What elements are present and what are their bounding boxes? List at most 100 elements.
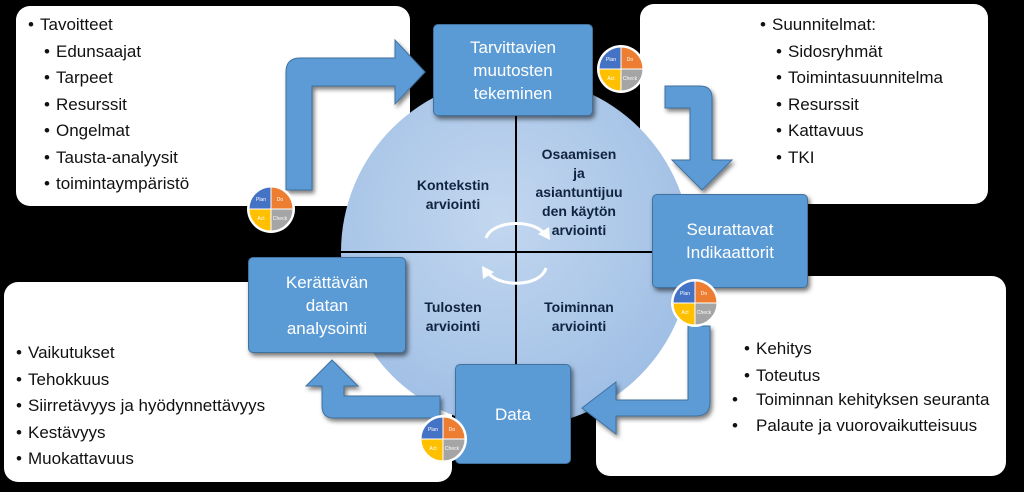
list-top-left: TavoitteetEdunsaajatTarpeetResurssitOnge… (28, 12, 400, 198)
pdca-segment-check (694, 302, 718, 326)
pdca-label: Do (277, 197, 284, 203)
list-item: TKI (760, 145, 978, 172)
text-line: den käytön (542, 203, 616, 219)
list-bottom-right: KehitysToteutusToiminnan kehityksen seur… (744, 336, 996, 437)
list-item: Sidosryhmät (760, 39, 978, 66)
text-line: Kerättävän (285, 272, 369, 292)
text-lines: Osaamisen ja asiantuntijuu den käytön arvioi… (520, 145, 638, 240)
list-item: Suunnitelmat: (760, 12, 978, 39)
pdca-label: Plan (606, 57, 616, 63)
list-item: Tausta-analyysit (28, 145, 400, 172)
text-line: Seurattavat (686, 220, 774, 239)
list-item: Muokattavuus (16, 446, 442, 473)
pdca-label: Do (701, 291, 708, 297)
text-line: muutosten (473, 60, 553, 80)
pdca-label: Plan (428, 427, 438, 433)
pdca-segment-act (598, 68, 622, 92)
pdca-segment-plan (248, 186, 272, 210)
text-line: Osaamisen (541, 146, 617, 162)
pdca-segment-check (442, 438, 466, 462)
text-lines: Data (495, 403, 531, 426)
list-item: Tehokkuus (16, 367, 442, 394)
text-line: arviointi (425, 196, 481, 212)
pdca-label: Act (429, 446, 437, 452)
pdca-segment-check (620, 68, 644, 92)
cycle-arrowhead-lower (482, 266, 494, 279)
text-line: arviointi (551, 222, 607, 238)
text-line: Tulosten (424, 299, 482, 315)
cycle-arrow-upper (484, 222, 548, 239)
quadrant-label-top-right: Osaamisen ja asiantuntijuu den käytön arvioi… (520, 145, 638, 240)
list-item: Kehitys (744, 336, 996, 363)
list-item: Resurssit (760, 92, 978, 119)
pdca-segment-act (420, 438, 444, 462)
pdca-label: Check (445, 446, 460, 452)
text-lines: Toiminnan arviointi (520, 298, 638, 336)
text-line: asiantuntijuu (535, 184, 623, 200)
text-lines: Kontekstin arviointi (398, 176, 508, 214)
pdca-label: Do (449, 427, 456, 433)
text-line: Data (495, 404, 531, 424)
quadrant-label-top-left: Kontekstin arviointi (398, 176, 508, 214)
list-item: Ongelmat (28, 118, 400, 145)
text-line: arviointi (551, 318, 607, 334)
list-item: Toimintasuunnitelma (760, 65, 978, 92)
list-item: toimintaympäristö (28, 171, 400, 198)
list-item: Palaute ja vuorovaikutteisuus (744, 415, 996, 437)
flow-arrow-right-to-bottom (581, 325, 711, 436)
pdca-segment-check (270, 208, 294, 232)
pdca-segment-do (620, 46, 644, 70)
text-line: Indikaattorit (686, 243, 774, 262)
text-line: Toiminnan (544, 299, 614, 315)
list-item: Kattavuus (760, 118, 978, 145)
list-bottom-left: VaikutuksetTehokkuusSiirretävyys ja hyöd… (16, 340, 442, 473)
text-line: datan (305, 295, 349, 315)
list-item: Siirretävyys ja hyödynnettävyys (16, 393, 442, 420)
pdca-segment-act (672, 302, 696, 326)
list-item: Kestävyys (16, 420, 442, 447)
list-item: Resurssit (28, 92, 400, 119)
flow-arrow-top-to-right (664, 85, 734, 191)
pdca-segment-do (442, 416, 466, 440)
pdca-label: Plan (680, 291, 690, 297)
box-data: Data (455, 364, 571, 464)
pdca-segment-act (248, 208, 272, 232)
pdca-segment-do (694, 280, 718, 304)
text-line: ja (573, 165, 585, 181)
flow-arrow-left-to-top (285, 38, 426, 191)
panel-top-left: TavoitteetEdunsaajatTarpeetResurssitOnge… (16, 6, 410, 206)
list-item: Toiminnan kehityksen seuranta (744, 389, 996, 411)
pdca-label: Plan (256, 197, 266, 203)
list-item: Edunsaajat (28, 39, 400, 66)
pdca-label: Check (697, 310, 712, 316)
list-item: Vaikutukset (16, 340, 442, 367)
pdca-label: Act (681, 310, 689, 316)
text-line: tekeminen (473, 83, 553, 103)
panel-bottom-left: VaikutuksetTehokkuusSiirretävyys ja hyöd… (4, 282, 452, 482)
pdca-label: Act (257, 216, 265, 222)
pdca-label: Check (273, 216, 288, 222)
cycle-arrow-lower (484, 267, 548, 285)
pdca-label: Act (607, 76, 615, 82)
pdca-segment-plan (672, 280, 696, 304)
flow-arrow-bottom-to-left (304, 359, 441, 419)
list-item: Tarpeet (28, 65, 400, 92)
text-line: Kontekstin (416, 177, 490, 193)
quadrant-label-bottom-right: Toiminnan arviointi (520, 298, 638, 336)
list-top-right: Suunnitelmat:SidosryhmätToimintasuunnite… (760, 12, 978, 171)
pdca-segment-plan (598, 46, 622, 70)
